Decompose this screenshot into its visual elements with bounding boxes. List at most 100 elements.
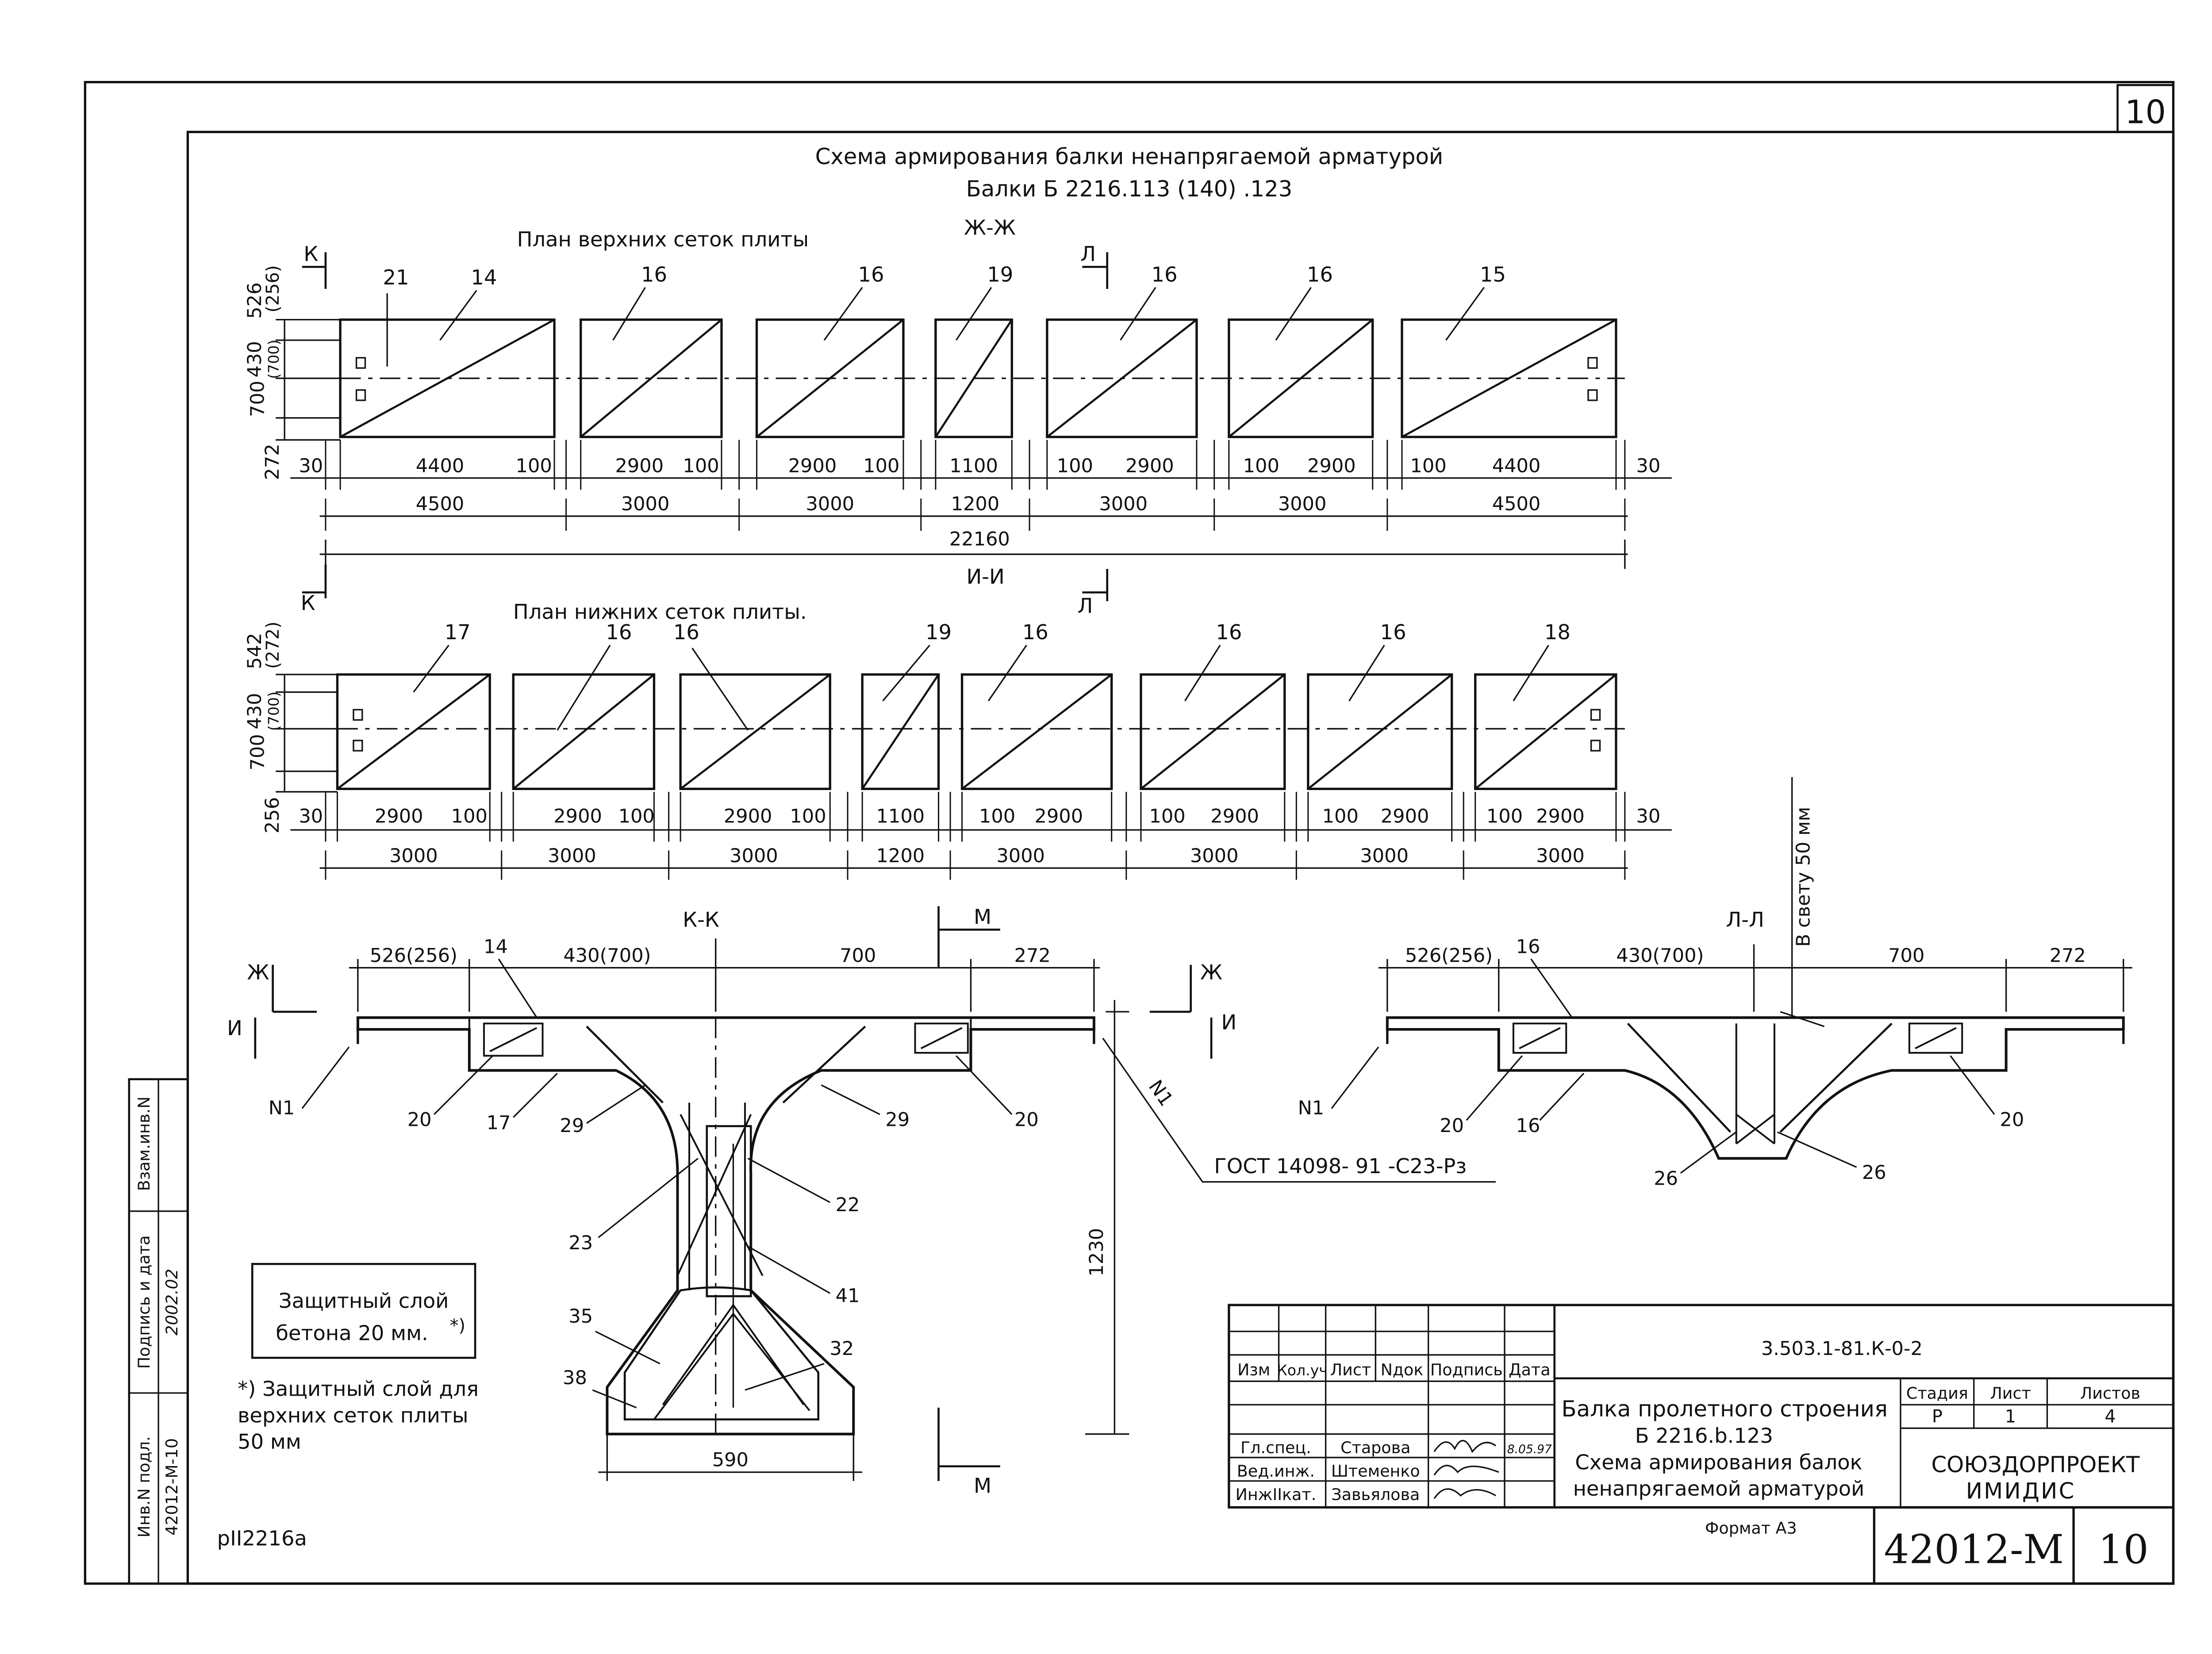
tb-big-code: 42012-М	[1884, 1527, 2064, 1573]
tb-doc-code: 3.503.1-81.К-0-2	[1761, 1338, 1923, 1360]
upper-dim-total: 22160	[949, 528, 1010, 550]
kk-mark-n1-left: N1	[269, 1097, 295, 1119]
ll-cut-i: И	[1221, 1010, 1237, 1034]
side-stamp	[128, 1078, 189, 1585]
upper-vdim-700: 700	[247, 380, 269, 417]
upper-mark-16a: 16	[641, 262, 667, 286]
upper-panel-4	[934, 318, 1013, 438]
upper-dim-30-right: 30	[1636, 455, 1660, 477]
upper-dim-2900-a: 2900	[615, 455, 664, 477]
tb-name1: Старова	[1340, 1438, 1410, 1457]
lower-dim-2900-g: 2900	[1536, 806, 1585, 828]
tb-desc-line2: Б 2216.b.123	[1635, 1424, 1773, 1448]
ll-mark-16-top: 16	[1516, 936, 1540, 958]
upper-dim-3000-b: 3000	[806, 493, 854, 515]
footnote-line3: 50 мм	[238, 1430, 301, 1454]
upper-dim-3000-d: 3000	[1278, 493, 1327, 515]
tb-sheets-label: Листов	[2080, 1384, 2140, 1403]
lower-dim-2900-c: 2900	[724, 806, 772, 828]
upper-dim-100-c: 100	[863, 455, 899, 477]
lower-panel-6	[1140, 673, 1286, 790]
ll-beam-outline	[1386, 1016, 2125, 1160]
tb-sheet-label: Лист	[1990, 1384, 2031, 1403]
lower-dim-2900-d: 2900	[1034, 806, 1083, 828]
upper-dim-2900-b: 2900	[788, 455, 837, 477]
ll-cut-zh: Ж	[1200, 960, 1222, 984]
kk-dim-272: 272	[1014, 944, 1051, 967]
upper-vdim-430: 430	[244, 341, 266, 377]
kk-gost: ГОСТ 14098- 91 -С23-Рз	[1214, 1154, 1467, 1178]
lower-vdim-542: 542	[244, 633, 266, 669]
tb-name3: Завьялова	[1331, 1485, 1420, 1504]
cover-note-box	[251, 1263, 476, 1359]
cover-note-line2: бетона 20 мм.	[276, 1321, 428, 1345]
kk-rebar-cage	[483, 938, 969, 1437]
upper-dim-1200: 1200	[951, 493, 1000, 515]
lower-dim-3000-g: 3000	[1536, 845, 1585, 867]
tb-date1: 8.05.97	[1507, 1443, 1552, 1456]
tb-name2: Штеменко	[1331, 1462, 1420, 1481]
tb-role2: Вед.инж.	[1237, 1462, 1315, 1481]
kk-dim-1230: 1230	[1086, 1228, 1108, 1277]
upper-dim-100-a: 100	[516, 455, 552, 477]
lower-dim-100-d: 100	[979, 806, 1015, 828]
kk-cut-i: И	[227, 1016, 242, 1040]
upper-dim-100-f: 100	[1410, 455, 1447, 477]
lower-panel-7	[1307, 673, 1453, 790]
lower-plan-section-label: И-И	[967, 564, 1005, 588]
lower-panel-5	[960, 673, 1113, 790]
side-stamp-date: 2002.02	[162, 1269, 181, 1335]
footnote-line1: *) Защитный слой для	[238, 1377, 479, 1401]
upper-dim-4400-b: 4400	[1492, 455, 1541, 477]
lower-dim-100-e: 100	[1149, 806, 1185, 828]
side-stamp-col3: Взам.инв.N	[134, 1097, 154, 1191]
upper-dim-100-e: 100	[1243, 455, 1279, 477]
upper-panel-3	[755, 318, 905, 438]
kk-mark-32: 32	[830, 1338, 854, 1360]
tb-stage-value: Р	[1932, 1406, 1943, 1427]
upper-vdim-272: 272	[261, 444, 284, 480]
lower-dim-2900-a: 2900	[375, 806, 423, 828]
tb-desc-line1: Балка пролетного строения	[1562, 1396, 1888, 1422]
upper-cut-left-label: К	[303, 242, 318, 266]
upper-mark-16c: 16	[1151, 262, 1177, 286]
upper-dim-100-b: 100	[683, 455, 719, 477]
tb-big-sheet: 10	[2098, 1527, 2149, 1573]
upper-dim-4500-b: 4500	[1492, 493, 1541, 515]
kk-mark-29-right: 29	[885, 1109, 910, 1131]
kk-mark-35: 35	[568, 1305, 593, 1328]
lower-panel-8	[1474, 673, 1617, 790]
upper-panel-2	[580, 318, 723, 438]
upper-panel-1	[339, 318, 556, 438]
upper-plan-title: План верхних сеток плиты	[517, 227, 809, 251]
lower-vdim-272p: (272)	[263, 622, 283, 669]
lower-dim-3000-c: 3000	[730, 845, 778, 867]
drawing-subtitle: Балки Б 2216.113 (140) .123	[966, 176, 1293, 202]
lower-vdim-430: 430	[244, 693, 266, 729]
upper-dim-3000-a: 3000	[621, 493, 670, 515]
lower-mark-19: 19	[926, 620, 952, 644]
tb-head-izm: Изм	[1237, 1360, 1270, 1379]
tb-head-ndok: Nдок	[1381, 1360, 1424, 1379]
tb-stage-label: Стадия	[1906, 1384, 1968, 1403]
cover-note-star: *)	[450, 1316, 465, 1336]
lower-dim-3000-b: 3000	[548, 845, 596, 867]
kk-mark-29-left: 29	[560, 1115, 584, 1137]
lower-plan-title: План нижних сеток плиты.	[513, 600, 807, 624]
lower-dim-30-left: 30	[299, 806, 323, 828]
lower-vdim-700: 700	[247, 734, 269, 770]
tb-sheets-value: 4	[2104, 1406, 2116, 1427]
tb-desc-line4: ненапрягаемой арматурой	[1573, 1477, 1865, 1500]
kk-mark-22: 22	[836, 1194, 860, 1216]
ll-dim-700: 700	[1888, 944, 1924, 967]
kk-cut-m-top: М	[974, 905, 991, 929]
kk-cut-zh: Ж	[247, 960, 269, 984]
lower-dim-100-a: 100	[451, 806, 488, 828]
tb-signature-2	[1433, 1465, 1499, 1476]
ll-mark-20-right: 20	[2000, 1109, 2024, 1131]
lower-vdim-256: 256	[261, 797, 284, 833]
ll-mark-26-right: 26	[1862, 1162, 1886, 1184]
upper-mark-16d: 16	[1307, 262, 1333, 286]
upper-panel-6	[1228, 318, 1374, 438]
